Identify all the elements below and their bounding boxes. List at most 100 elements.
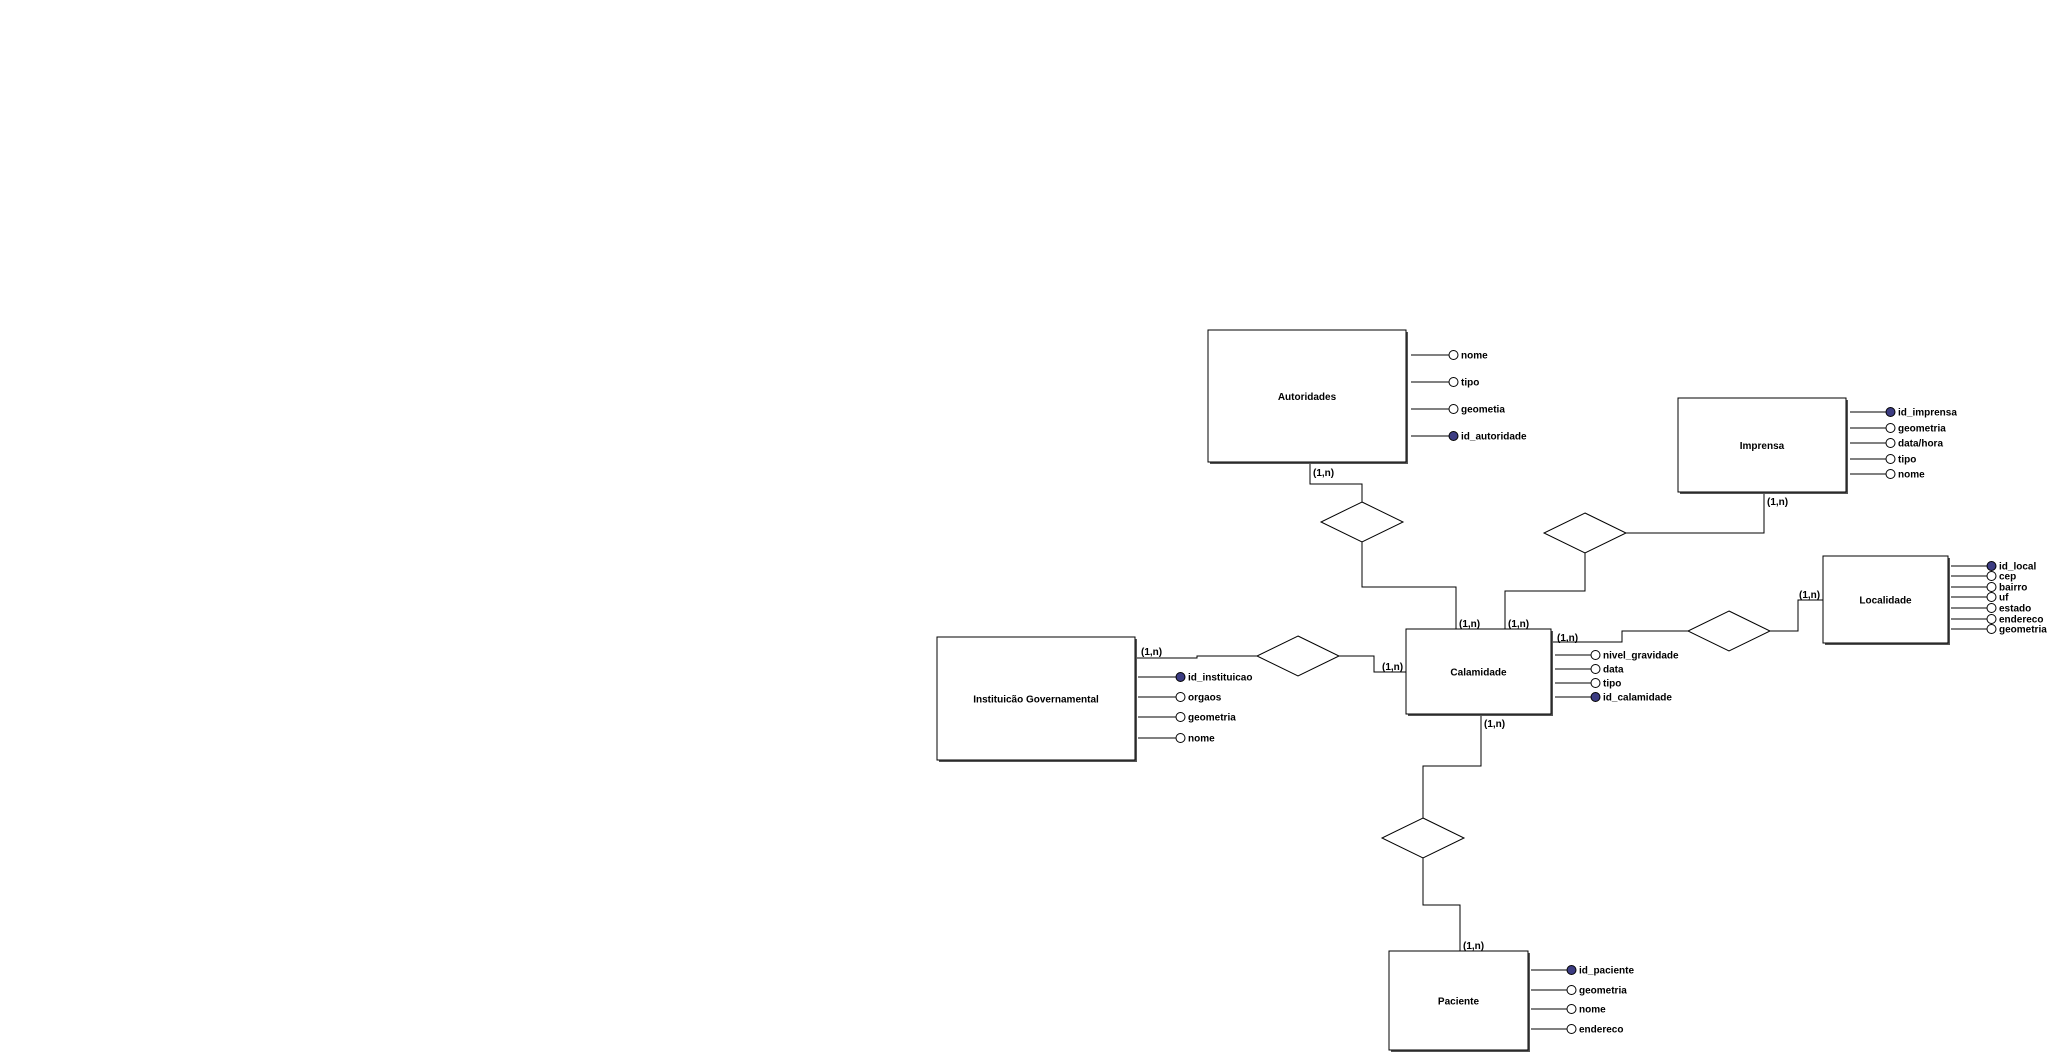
entity-name: Localidade (1859, 596, 1912, 607)
attribute-label: tipo (1603, 679, 1621, 690)
attribute: data/hora (1850, 438, 1943, 450)
entity-name: Calamidade (1450, 668, 1507, 679)
attribute-label: id_instituicao (1188, 673, 1252, 684)
attribute: estado (1951, 603, 2031, 615)
key-attribute-marker (1448, 431, 1459, 441)
attribute-label: tipo (1461, 378, 1479, 389)
cardinality-label: (1,n) (1799, 590, 1820, 601)
rel-instituicao-line-0 (1135, 655, 1257, 659)
rel-instituicao-line-1 (1339, 655, 1406, 673)
attribute-marker (1175, 712, 1186, 722)
attribute-marker (1885, 454, 1896, 464)
entity-box (1207, 329, 1407, 463)
attribute: nome (1850, 469, 1925, 481)
attribute: id_autoridade (1411, 431, 1527, 443)
attribute-label: uf (1999, 593, 2009, 604)
attribute: nome (1531, 1004, 1606, 1016)
attribute-marker (1175, 733, 1186, 743)
relationship-diamond (1542, 512, 1628, 554)
entity-name: Imprensa (1740, 441, 1785, 452)
entity-name: Instituicão Governamental (973, 695, 1099, 706)
rel-autoridades-line-1 (1361, 542, 1457, 629)
attribute-marker (1590, 678, 1601, 688)
rel-imprensa: (1,n)(1,n) (1504, 492, 1788, 630)
attribute-marker (1175, 692, 1186, 702)
cardinality-label: (1,n) (1459, 619, 1480, 630)
attribute: nome (1411, 350, 1488, 362)
attribute-marker (1590, 650, 1601, 660)
key-attribute-marker (1590, 692, 1601, 702)
attribute: geometria (1531, 985, 1627, 997)
cardinality-label: (1,n) (1382, 662, 1403, 673)
attribute-marker (1885, 423, 1896, 433)
attribute: data (1555, 664, 1624, 676)
attribute: bairro (1951, 582, 2027, 594)
attribute: tipo (1555, 678, 1621, 690)
attribute-marker (1448, 377, 1459, 387)
attribute-marker (1566, 985, 1577, 995)
attribute: nome (1138, 733, 1215, 745)
attribute-label: nome (1188, 734, 1215, 745)
rel-paciente-line-0 (1422, 714, 1482, 818)
cardinality-label: (1,n) (1463, 941, 1484, 952)
attribute-marker (1448, 404, 1459, 414)
attribute-label: data/hora (1898, 439, 1943, 450)
attribute-marker (1885, 438, 1896, 448)
attribute-label: id_imprensa (1898, 408, 1957, 419)
attribute-label: endereco (1579, 1025, 1623, 1036)
attribute: nivel_gravidade (1555, 650, 1679, 662)
attribute: endereco (1531, 1024, 1623, 1036)
attribute-label: id_paciente (1579, 966, 1634, 977)
entity-box (1405, 628, 1552, 715)
attribute-label: nivel_gravidade (1603, 651, 1679, 662)
attribute-marker (1566, 1024, 1577, 1034)
attribute-marker (1986, 582, 1997, 592)
rel-instituicao: (1,n)(1,n) (1135, 635, 1406, 677)
attribute: uf (1951, 592, 2009, 604)
rel-localidade-line-0 (1770, 599, 1823, 632)
entity-box (1822, 555, 1949, 644)
relationship-diamond (1319, 501, 1405, 543)
attribute: id_paciente (1531, 965, 1634, 977)
entity-box (936, 636, 1136, 761)
attribute: id_local (1951, 561, 2036, 573)
relationship-diamond (1255, 635, 1341, 677)
attribute: id_imprensa (1850, 407, 1957, 419)
entity-imprensa: Imprensa id_imprensa geometria data/hora tip… (1677, 397, 1957, 494)
attribute: orgaos (1138, 692, 1222, 704)
key-attribute-marker (1986, 561, 1997, 571)
entity-instituicao: Instituicão Governamental id_instituicaoo… (936, 636, 1252, 762)
attribute-label: geometria (1898, 424, 1946, 435)
attribute-marker (1986, 603, 1997, 613)
rel-localidade-line-1 (1551, 630, 1688, 643)
rel-autoridades-line-0 (1309, 462, 1363, 502)
attribute-label: nome (1898, 470, 1925, 481)
attribute: geometria (1951, 624, 2047, 636)
attribute: geometria (1850, 423, 1946, 435)
attribute-marker (1448, 350, 1459, 360)
rel-paciente: (1,n)(1,n) (1380, 714, 1505, 952)
entity-box (1677, 397, 1847, 493)
attribute-marker (1986, 571, 1997, 581)
entity-box (1388, 950, 1529, 1051)
attribute-label: nome (1461, 351, 1488, 362)
attribute-label: id_local (1999, 562, 2036, 573)
attribute-label: bairro (1999, 583, 2027, 594)
rel-imprensa-line-0 (1626, 492, 1765, 534)
cardinality-label: (1,n) (1313, 468, 1334, 479)
attribute: endereco (1951, 614, 2043, 626)
attribute-marker (1566, 1004, 1577, 1014)
rel-localidade: (1,n)(1,n) (1551, 590, 1823, 652)
attribute-label: geometria (1188, 713, 1236, 724)
attribute-label: geometia (1461, 405, 1505, 416)
key-attribute-marker (1566, 965, 1577, 975)
attribute: tipo (1850, 454, 1916, 466)
attribute: id_calamidade (1555, 692, 1672, 704)
attribute-label: nome (1579, 1005, 1606, 1016)
attribute-label: id_calamidade (1603, 693, 1672, 704)
attribute-marker (1885, 469, 1896, 479)
attribute-label: cep (1999, 572, 2016, 583)
